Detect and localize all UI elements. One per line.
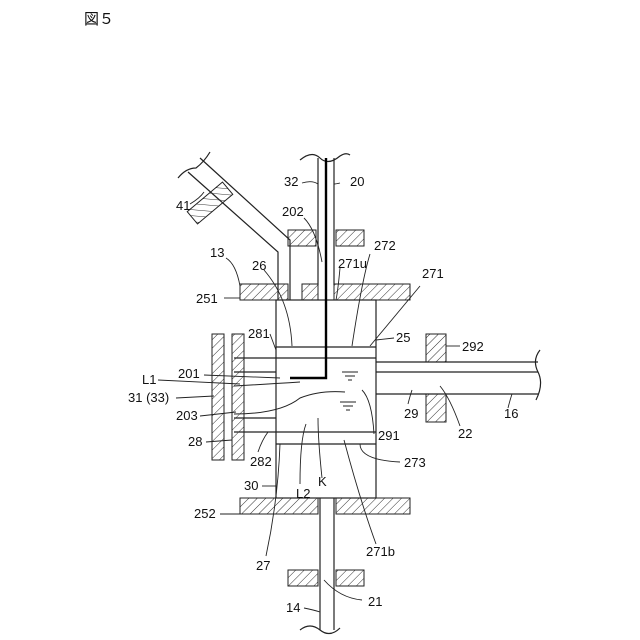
flange-292-lower bbox=[426, 394, 446, 422]
label-292: 292 bbox=[462, 339, 484, 354]
label-252: 252 bbox=[194, 506, 216, 521]
label-271u: 271u bbox=[338, 256, 367, 271]
label-251: 251 bbox=[196, 291, 218, 306]
label-26: 26 bbox=[252, 258, 266, 273]
label-K: K bbox=[318, 474, 327, 489]
inner-tube-32 bbox=[290, 158, 326, 378]
label-291: 291 bbox=[378, 428, 400, 443]
label-281: 281 bbox=[248, 326, 270, 341]
flange-upper-pipe-right bbox=[336, 230, 364, 246]
flange-41 bbox=[187, 182, 233, 224]
label-27: 27 bbox=[256, 558, 270, 573]
right-pipe-break bbox=[535, 350, 540, 400]
flange-251-inner bbox=[302, 284, 318, 300]
label-25: 25 bbox=[396, 330, 410, 345]
label-31-33: 31 (33) bbox=[128, 390, 169, 405]
flange-upper-pipe-left bbox=[288, 230, 316, 246]
flow-line-203 bbox=[234, 392, 345, 414]
label-202: 202 bbox=[282, 204, 304, 219]
label-13: 13 bbox=[210, 245, 224, 260]
label-41: 41 bbox=[176, 198, 190, 213]
label-30: 30 bbox=[244, 478, 258, 493]
label-29: 29 bbox=[404, 406, 418, 421]
flange-252-right bbox=[336, 498, 410, 514]
flange-left-inner bbox=[232, 334, 244, 460]
inclined-pipe-lower-wall bbox=[188, 172, 278, 300]
label-273: 273 bbox=[404, 455, 426, 470]
label-22: 22 bbox=[458, 426, 472, 441]
label-14: 14 bbox=[286, 600, 300, 615]
label-272: 272 bbox=[374, 238, 396, 253]
inclined-pipe-break bbox=[178, 152, 210, 178]
flange-251-left bbox=[240, 284, 288, 300]
inclined-pipe-upper-wall bbox=[200, 158, 290, 300]
flange-292-upper bbox=[426, 334, 446, 362]
label-203: 203 bbox=[176, 408, 198, 423]
label-L1: L1 bbox=[142, 372, 156, 387]
flange-lower-pipe-left bbox=[288, 570, 318, 586]
label-28: 28 bbox=[188, 434, 202, 449]
label-201: 201 bbox=[178, 366, 200, 381]
label-L2: L2 bbox=[296, 486, 310, 501]
label-21: 21 bbox=[368, 594, 382, 609]
label-32: 32 bbox=[284, 174, 298, 189]
label-271: 271 bbox=[422, 266, 444, 281]
label-282: 282 bbox=[250, 454, 272, 469]
flange-lower-pipe-right bbox=[336, 570, 364, 586]
flange-251-right bbox=[334, 284, 410, 300]
label-16: 16 bbox=[504, 406, 518, 421]
label-271b: 271b bbox=[366, 544, 395, 559]
label-20: 20 bbox=[350, 174, 364, 189]
